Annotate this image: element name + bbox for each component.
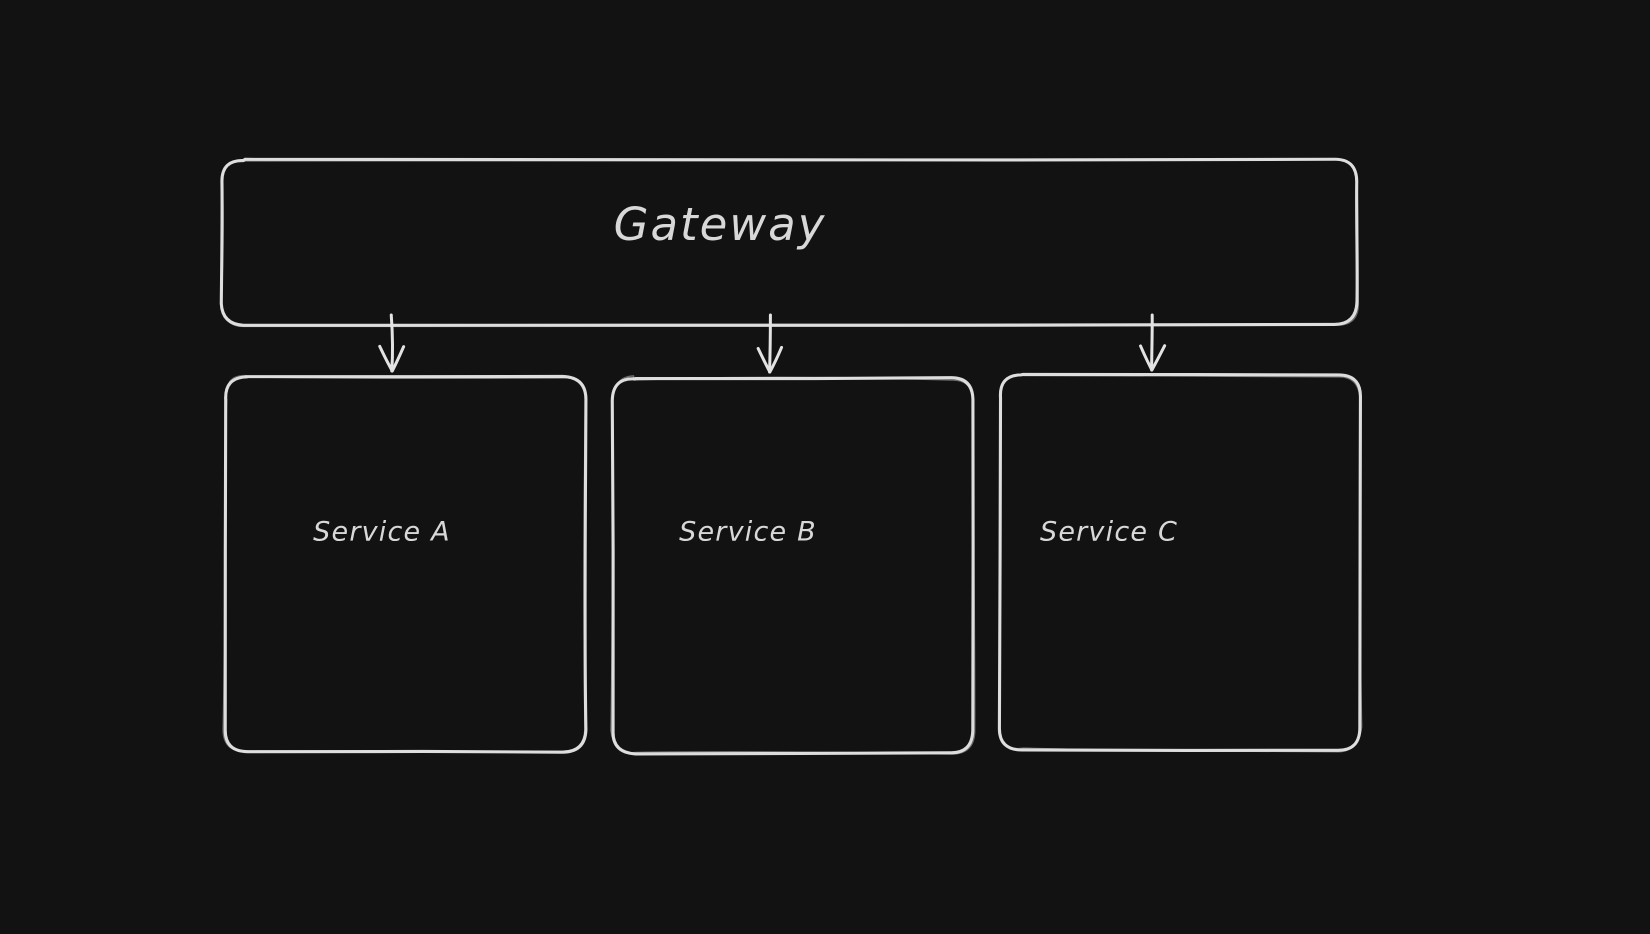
arrowhead-icon <box>756 345 784 374</box>
arrow-shaft <box>768 313 772 374</box>
node-label-gateway: Gateway <box>614 198 827 251</box>
node-outline <box>219 157 1359 327</box>
arrow-shaft <box>1150 313 1154 372</box>
arrow-shaft <box>389 313 394 373</box>
arrowhead-icon <box>378 344 406 373</box>
node-label-service-a: Service A <box>313 517 451 548</box>
node-service-a[interactable]: Service A <box>222 374 588 754</box>
node-gateway[interactable]: Gateway <box>219 157 1360 328</box>
node-service-c[interactable]: Service C <box>997 372 1363 753</box>
arrow-gateway-to-service-c <box>1139 313 1167 372</box>
node-label-service-b: Service B <box>679 517 817 548</box>
arrow-gateway-to-service-b <box>756 313 784 374</box>
node-label-service-c: Service C <box>1040 517 1178 548</box>
node-outline-sketch-ghost <box>610 375 976 755</box>
edges-layer <box>378 313 1167 374</box>
arrowhead-icon <box>1139 344 1167 372</box>
node-outline <box>610 376 975 756</box>
node-service-b[interactable]: Service B <box>610 375 976 756</box>
node-outline-sketch-ghost <box>222 374 587 753</box>
node-outline-sketch-ghost <box>998 373 1363 753</box>
node-outline <box>997 372 1362 752</box>
node-outline <box>223 374 588 754</box>
arrow-gateway-to-service-a <box>378 313 406 373</box>
